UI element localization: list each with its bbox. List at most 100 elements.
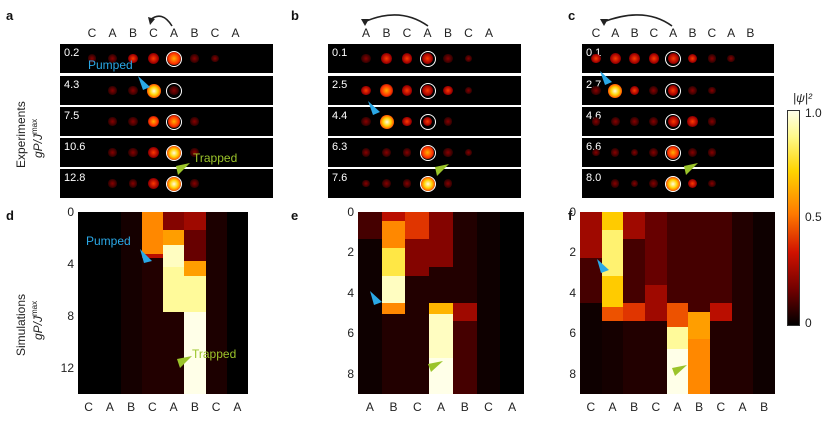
intensity-spot xyxy=(591,117,601,126)
site-label: B xyxy=(630,26,639,40)
heatmap-cell xyxy=(78,212,100,394)
y-tick-label: 6 xyxy=(569,326,576,341)
strip-value: 7.6 xyxy=(332,172,348,184)
target-site-circle xyxy=(665,113,682,130)
hop-arrow-a xyxy=(149,15,173,27)
site-label: B xyxy=(382,26,391,40)
heatmap-cell xyxy=(710,212,733,304)
heatmap-cell xyxy=(184,261,206,277)
heatmap-cell xyxy=(476,212,501,394)
site-label: B xyxy=(190,26,199,40)
experiment-strip: 6.6 xyxy=(582,138,774,167)
colorbar-tick-mid: 0.5 xyxy=(805,210,822,224)
trapped-label-d: Trapped xyxy=(192,347,237,361)
intensity-spot xyxy=(611,148,620,157)
heatmap-cell xyxy=(358,212,383,240)
intensity-spot xyxy=(630,179,639,188)
intensity-spot xyxy=(128,85,138,96)
target-site-circle xyxy=(419,175,436,192)
site-label: A xyxy=(233,400,242,414)
intensity-spot xyxy=(190,54,199,63)
site-label: A xyxy=(611,26,620,40)
heatmap-cell xyxy=(710,321,733,394)
experiment-strip: 0.1 xyxy=(582,44,774,73)
heatmap-cell xyxy=(623,321,646,394)
heatmap-cell xyxy=(580,257,603,304)
trapped-arrow-d xyxy=(177,356,192,368)
heatmap-cell xyxy=(452,212,478,304)
target-site-circle xyxy=(419,82,436,99)
intensity-spot xyxy=(401,85,413,96)
site-label: A xyxy=(738,400,747,414)
heatmap-cell xyxy=(688,339,711,394)
heatmap-cell xyxy=(731,212,754,394)
pumped-label-a: Pumped xyxy=(88,58,133,72)
heatmap-cell xyxy=(429,266,454,304)
heatmap-cell xyxy=(645,212,668,286)
intensity-spot xyxy=(361,53,371,64)
heatmap-cell xyxy=(163,244,185,268)
intensity-spot xyxy=(707,54,716,63)
y-tick-label: 8 xyxy=(67,309,74,323)
intensity-spot xyxy=(361,148,371,157)
intensity-spot xyxy=(147,52,160,65)
target-site-circle xyxy=(419,113,436,130)
site-label: C xyxy=(211,400,221,414)
panel-letter-e: e xyxy=(291,208,299,223)
intensity-spot xyxy=(610,116,620,127)
heatmap-cell xyxy=(601,275,624,308)
site-label: B xyxy=(443,26,452,40)
intensity-spot xyxy=(649,85,659,96)
site-label: C xyxy=(148,400,157,414)
target-site-circle xyxy=(419,50,436,67)
heatmap-cell xyxy=(405,239,430,277)
pumped-arrow-a xyxy=(138,76,150,90)
intensity-spot xyxy=(147,177,160,190)
heatmap-cell xyxy=(163,312,185,394)
y-tick-label: 2 xyxy=(569,245,576,260)
trapped-arrow-f xyxy=(672,365,687,376)
site-label: C xyxy=(464,26,473,40)
site-label: A xyxy=(608,400,617,414)
intensity-spot xyxy=(443,179,453,188)
heatmap-cell xyxy=(163,266,185,313)
hop-arrow-c xyxy=(602,14,673,27)
heatmap-cell xyxy=(120,212,143,394)
panel-letter-d: d xyxy=(6,208,14,223)
heatmap-cell xyxy=(205,212,228,394)
intensity-spot xyxy=(687,147,698,158)
heatmap-cell xyxy=(163,230,185,246)
intensity-spot xyxy=(443,85,453,96)
site-label: C xyxy=(84,400,93,414)
hop-arrow-b xyxy=(363,14,429,27)
heatmap-cell xyxy=(580,303,603,394)
heatmap-cell xyxy=(623,239,646,304)
site-label: A xyxy=(727,26,736,40)
strip-value: 10.6 xyxy=(64,141,86,153)
heatmap-cell xyxy=(710,303,733,322)
y-tick-label: 8 xyxy=(347,366,354,381)
intensity-spot xyxy=(707,148,716,157)
site-label: A xyxy=(108,26,117,40)
colorbar xyxy=(787,110,800,326)
heatmap-cell xyxy=(381,212,406,222)
y-tick-label: 12 xyxy=(60,361,74,375)
heatmap-cell xyxy=(141,253,164,258)
site-label: A xyxy=(365,400,374,414)
site-label: A xyxy=(673,400,682,414)
intensity-spot xyxy=(108,117,117,126)
intensity-spot xyxy=(401,53,413,64)
heatmap-cell xyxy=(184,230,206,262)
intensity-spot xyxy=(592,148,600,157)
experiment-strip: 7.6 xyxy=(328,169,521,198)
heatmap-cell xyxy=(381,303,406,315)
experiment-strip: 4.6 xyxy=(582,107,774,136)
site-label: C xyxy=(707,26,717,40)
target-site-circle xyxy=(665,175,682,192)
intensity-spot xyxy=(128,116,138,127)
heatmap-f xyxy=(580,212,775,394)
y-tick-label: 8 xyxy=(569,366,576,381)
site-label: C xyxy=(651,400,661,414)
heatmap-cell xyxy=(623,303,646,322)
